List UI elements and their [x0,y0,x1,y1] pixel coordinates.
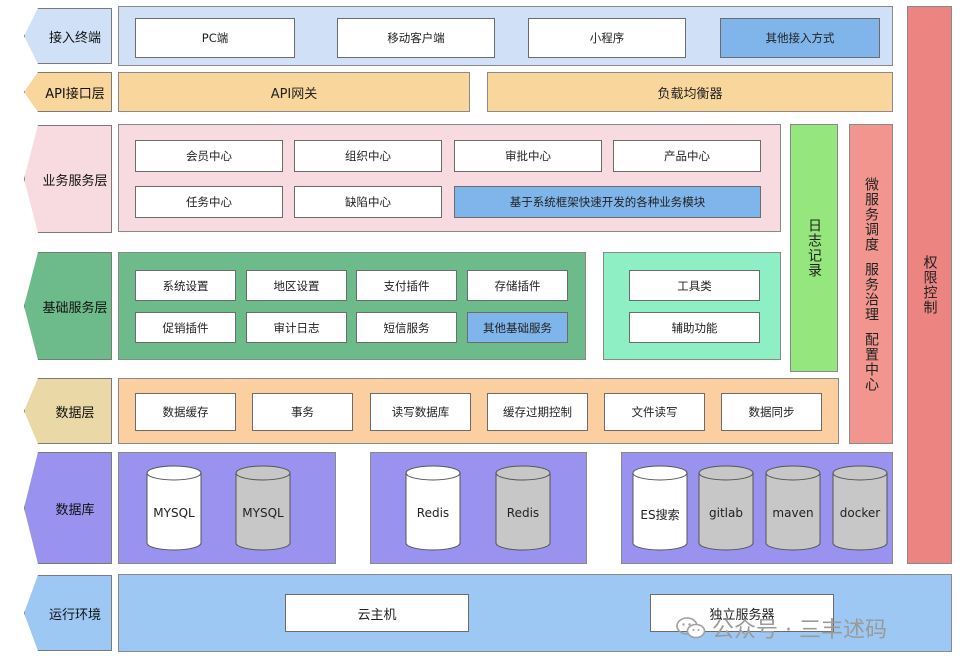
load-balancer-bar: 负载均衡器 [487,72,893,112]
data-cache-box: 数据缓存 [135,393,236,431]
layer-label-data: 数据层 [24,378,112,444]
basic-panel [118,252,586,360]
redis-replica-label: Redis [506,506,540,520]
system-settings-box: 系统设置 [135,270,236,301]
redis-cylinder: Redis [405,465,461,551]
service-governance-text: 服务治理 [863,261,879,322]
wechat-icon [676,617,706,639]
file-rw-box: 文件读写 [604,393,705,431]
micro-service-dispatch-text: 微服务调度 [863,176,879,252]
mysql-cylinder: MYSQL [146,465,202,551]
storage-plugin-box: 存储插件 [467,270,568,301]
micro-service-bar: 微服务调度 服务治理 配置中心 [849,124,893,444]
member-center-box: 会员中心 [135,140,283,172]
cache-expiry-box: 缓存过期控制 [487,393,588,431]
config-center-text: 配置中心 [863,331,879,392]
maven-label: maven [772,506,814,520]
data-sync-box: 数据同步 [721,393,822,431]
product-center-box: 产品中心 [613,140,761,172]
pc-box: PC端 [135,18,295,58]
audit-log-box: 审计日志 [246,312,347,343]
api-gateway-bar: API网关 [118,72,470,112]
maven-cylinder: maven [765,465,821,551]
helper-functions-box: 辅助功能 [629,312,760,343]
gitlab-cylinder: gitlab [698,465,754,551]
other-access-box: 其他接入方式 [720,18,880,58]
mobile-client-box: 移动客户端 [337,18,495,58]
cloud-host-box: 云主机 [285,594,469,632]
watermark-text: 公众号 · 三丰述码 [712,618,887,643]
auth-control-bar: 权限控制 [907,6,952,564]
mini-program-box: 小程序 [528,18,686,58]
sms-service-box: 短信服务 [356,312,457,343]
watermark: 公众号 · 三丰述码 [676,612,887,644]
data-panel [118,378,839,444]
redis-replica-cylinder: Redis [495,465,551,551]
redis-label: Redis [416,506,450,520]
dedicated-server-box: 独立服务器 [650,594,834,632]
promotion-plugin-box: 促销插件 [135,312,236,343]
docker-cylinder: docker [832,465,888,551]
tools-box: 工具类 [629,270,760,301]
database-panel-redis [370,452,587,564]
layer-label-basic: 基础服务层 [24,252,112,360]
region-settings-box: 地区设置 [246,270,347,301]
business-modules-box: 基于系统框架快速开发的各种业务模块 [454,186,761,218]
org-center-box: 组织中心 [294,140,442,172]
defect-center-box: 缺陷中心 [294,186,442,218]
layer-label-runtime: 运行环境 [24,575,112,651]
log-record-text: 日志记录 [806,218,822,278]
transaction-box: 事务 [252,393,353,431]
tools-panel [603,252,781,360]
layer-label-business: 业务服务层 [24,125,112,233]
mysql-replica-cylinder: MYSQL [235,465,291,551]
auth-control-text: 权限控制 [921,255,938,315]
es-search-label: ES搜索 [640,508,680,522]
approval-center-box: 审批中心 [454,140,602,172]
layer-label-access: 接入终端 [24,8,112,64]
gitlab-label: gitlab [709,506,743,520]
docker-label: docker [839,506,881,520]
log-record-bar: 日志记录 [790,124,838,372]
task-center-box: 任务中心 [135,186,283,218]
es-search-cylinder: ES搜索 [632,465,688,551]
mysql-replica-label: MYSQL [242,506,284,520]
mysql-label: MYSQL [153,506,195,520]
payment-plugin-box: 支付插件 [356,270,457,301]
layer-label-api: API接口层 [24,72,112,112]
layer-label-database: 数据库 [24,452,112,564]
other-basic-service-box: 其他基础服务 [467,312,568,343]
rw-database-box: 读写数据库 [370,393,471,431]
